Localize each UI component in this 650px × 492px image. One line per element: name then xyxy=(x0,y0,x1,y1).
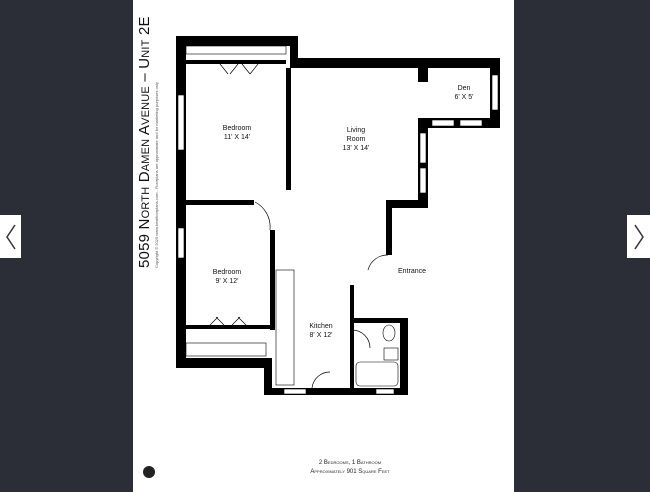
next-image-button[interactable] xyxy=(627,215,650,258)
room-name: Den xyxy=(457,85,471,92)
room-kitchen: Kitchen 8' X 12' xyxy=(301,322,341,340)
room-size: 11' X 14' xyxy=(223,134,251,141)
chevron-right-icon xyxy=(633,224,644,249)
previous-image-button[interactable] xyxy=(0,215,21,258)
room-entrance: Entrance xyxy=(392,267,432,276)
room-den: Den 6' X 5' xyxy=(444,84,484,102)
room-name: Bedroom xyxy=(222,125,252,132)
floorplan-image xyxy=(133,0,514,492)
room-bedroom-1: Bedroom 11' X 14' xyxy=(207,124,267,142)
summary-rooms: 2 Bedrooms, 1 Bathroom xyxy=(318,460,382,466)
room-size: 13' X 14' xyxy=(342,145,370,152)
room-name: Living Room xyxy=(346,127,366,143)
room-name: Entrance xyxy=(397,268,427,275)
room-name: Kitchen xyxy=(309,323,333,330)
room-name: Bedroom xyxy=(212,269,242,276)
room-size: 6' X 5' xyxy=(454,94,474,101)
summary-area: Approximately 901 Square Feet xyxy=(310,469,390,475)
room-living-room: Living Room 13' X 14' xyxy=(326,126,386,153)
company-logo-icon xyxy=(143,466,155,478)
plan-summary: 2 Bedrooms, 1 Bathroom Approximately 901… xyxy=(270,459,430,477)
chevron-left-icon xyxy=(5,224,16,249)
room-size: 8' X 12' xyxy=(309,332,333,339)
room-size: 9' X 12' xyxy=(215,278,239,285)
room-bedroom-2: Bedroom 9' X 12' xyxy=(197,268,257,286)
